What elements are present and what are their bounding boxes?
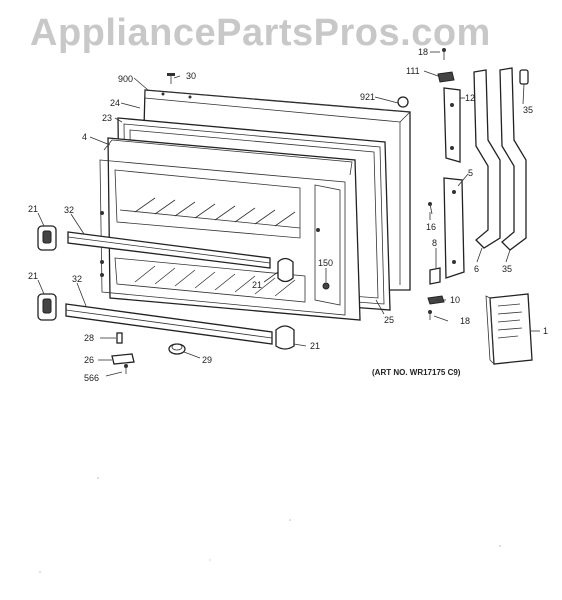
door-handle-35: [499, 67, 527, 251]
plug-part-921: [397, 96, 409, 108]
callout-566: 566: [84, 373, 99, 383]
shelf-end-cap-right-lower: [275, 325, 295, 350]
callout-12: 12: [465, 93, 475, 103]
shelf-bar-upper: [67, 231, 271, 269]
shelf-bar-lower: [65, 303, 273, 345]
part-16-screw: [428, 202, 433, 215]
part-18-top: [442, 48, 446, 60]
callout-29: 29: [202, 355, 212, 365]
callout-21-left-lower: 21: [28, 271, 38, 281]
callout-26: 26: [84, 355, 94, 365]
callout-28: 28: [84, 333, 94, 343]
callout-21-left-upper: 21: [28, 204, 38, 214]
callout-25: 25: [384, 315, 394, 325]
callout-5: 5: [468, 168, 473, 178]
callout-4: 4: [82, 132, 87, 142]
part-30-screw: [167, 73, 175, 84]
callout-labels: 900 30 24 23 4 921 18 111 12 35 5 16 8 6…: [28, 47, 548, 383]
art-number: (ART NO. WR17175 C9): [372, 368, 461, 377]
callout-23: 23: [102, 113, 112, 123]
part-8: [429, 267, 441, 285]
part-28: [116, 332, 123, 344]
part-566-screw: [124, 364, 128, 374]
part-29-plug: [168, 343, 186, 355]
callout-900: 900: [118, 74, 133, 84]
callout-21-right-lower: 21: [310, 341, 320, 351]
door-liner: [99, 137, 361, 321]
scan-specks: [39, 477, 501, 573]
callout-24: 24: [110, 98, 120, 108]
part-150: [322, 282, 330, 290]
callout-10: 10: [450, 295, 460, 305]
callout-111: 111: [406, 66, 420, 76]
callout-1: 1: [543, 326, 548, 336]
callout-35-top: 35: [523, 105, 533, 115]
callout-32-lower: 32: [72, 274, 82, 284]
hinge-bracket-12: [443, 87, 461, 163]
callout-150: 150: [318, 258, 333, 268]
callout-32-upper: 32: [64, 205, 74, 215]
callout-35-bottom: 35: [502, 264, 512, 274]
shelf-end-cap-left-lower: [37, 293, 57, 321]
hinge-bracket-5: [443, 177, 465, 279]
door-handle-6: [473, 69, 501, 249]
shelf-end-cap-right-upper: [277, 257, 294, 283]
owners-manual-booklet: [485, 293, 533, 366]
callout-30: 30: [186, 71, 196, 81]
part-18-bottom: [428, 310, 432, 320]
callout-921: 921: [360, 92, 375, 102]
callout-6: 6: [474, 264, 479, 274]
callout-18-top: 18: [418, 47, 428, 57]
handle-cap-35: [519, 69, 529, 85]
hinge-part-111: [437, 71, 455, 83]
callout-21-right-upper: 21: [252, 280, 262, 290]
callout-16: 16: [426, 222, 436, 232]
leader-lines: [37, 51, 540, 377]
part-26: [111, 353, 135, 365]
callout-8: 8: [432, 238, 437, 248]
callout-18-bottom: 18: [460, 316, 470, 326]
watermark-banner: AppliancePartsPros.com: [30, 12, 491, 54]
shelf-end-cap-left-upper: [37, 225, 57, 251]
